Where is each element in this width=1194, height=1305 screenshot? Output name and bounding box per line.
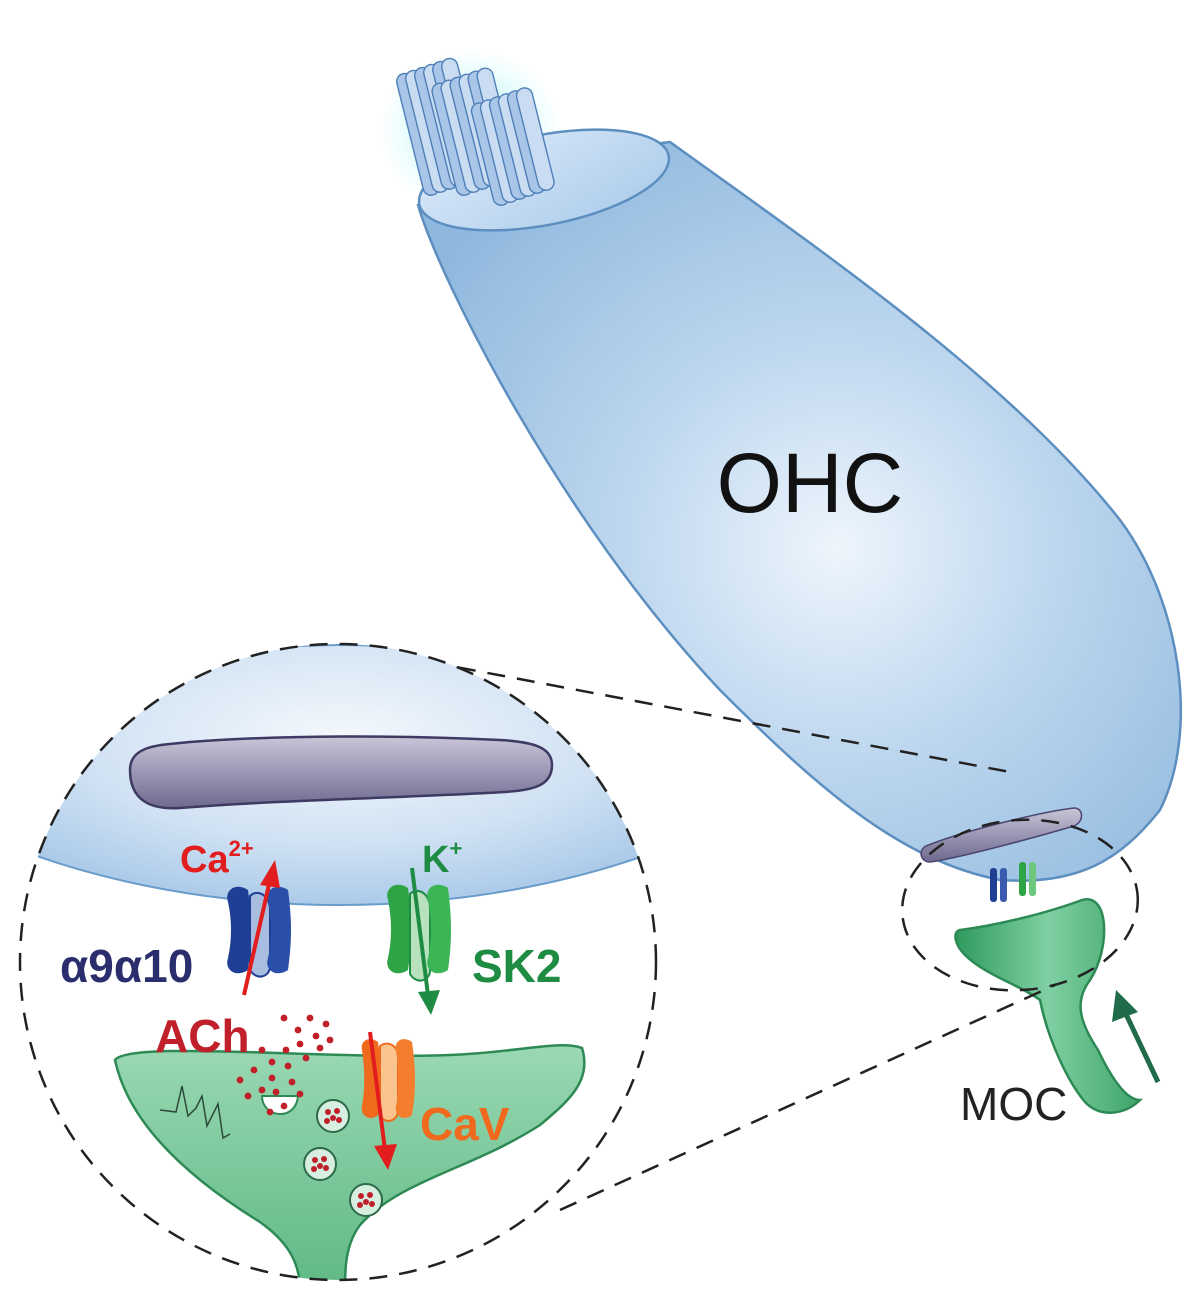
ach-molecules [236,1014,334,1116]
synaptic-vesicles [303,1099,383,1217]
zoom-circle-outline [18,642,658,1282]
k-ion-label: K+ [422,836,462,881]
ach-molecule [296,1040,304,1048]
ach-molecule [244,1092,252,1100]
ach-molecule [268,1074,276,1082]
ach-molecule [258,1086,266,1094]
outer-hair-cell: OHC MOC [380,50,1182,1130]
zoom-guides [339,643,1140,1212]
vesicle [316,1099,350,1133]
ach-molecule [272,1088,280,1096]
ach-label: ACh [155,1010,250,1062]
moc-direction-arrow [1112,990,1161,1084]
ach-molecule [316,1044,324,1052]
cav-label: CaV [420,1098,510,1150]
zoom-guide-bottom [559,983,1056,1212]
ach-molecule [312,1032,320,1040]
ach-molecule [282,1046,290,1054]
ohc-label: OHC [717,436,904,530]
ca-influx-arrow [242,860,280,996]
ach-molecule [250,1066,258,1074]
alpha9alpha10-receptor [227,886,291,978]
ach-molecule [280,1102,288,1110]
ach-molecule [326,1036,334,1044]
ohc-cell-body [416,140,1182,882]
ach-molecule [322,1020,330,1028]
synapse-zoom: Ca2+ K+ α9α10 SK2 ACh CaV [18,642,658,1282]
vesicle [303,1147,337,1181]
ach-molecule [296,1090,304,1098]
zoom-guide-top [339,643,1011,774]
ach-molecule [302,1054,310,1062]
stereocilium [515,87,555,191]
ach-molecule [266,1108,274,1116]
zoom-region-small [900,818,1140,992]
ach-molecule [268,1058,276,1066]
sk2-channel-small [1019,862,1036,896]
cav-ca-influx-arrow [368,1031,397,1170]
ach-molecule [306,1014,314,1022]
stereocilia-bundle [395,57,555,206]
cav-channel [361,1039,415,1122]
ach-molecule [258,1046,266,1054]
ach-molecule [294,1026,302,1034]
sk2-channel [387,884,451,982]
ach-molecule [284,1062,292,1070]
ach-molecule [288,1078,296,1086]
k-efflux-arrow [410,867,440,1015]
vesicle [349,1183,383,1217]
membrane-potential-trace [159,1085,231,1140]
synaptic-cistern [128,735,554,810]
ach-molecule [280,1014,288,1022]
sk2-label: SK2 [472,940,561,992]
alpha9alpha10-receptor-small [990,868,1007,902]
ach-molecule [236,1076,244,1084]
moc-terminal-small [954,898,1144,1114]
alpha9alpha10-label: α9α10 [60,940,193,992]
moc-label: MOC [960,1078,1067,1130]
ca-ion-label: Ca2+ [180,836,254,881]
